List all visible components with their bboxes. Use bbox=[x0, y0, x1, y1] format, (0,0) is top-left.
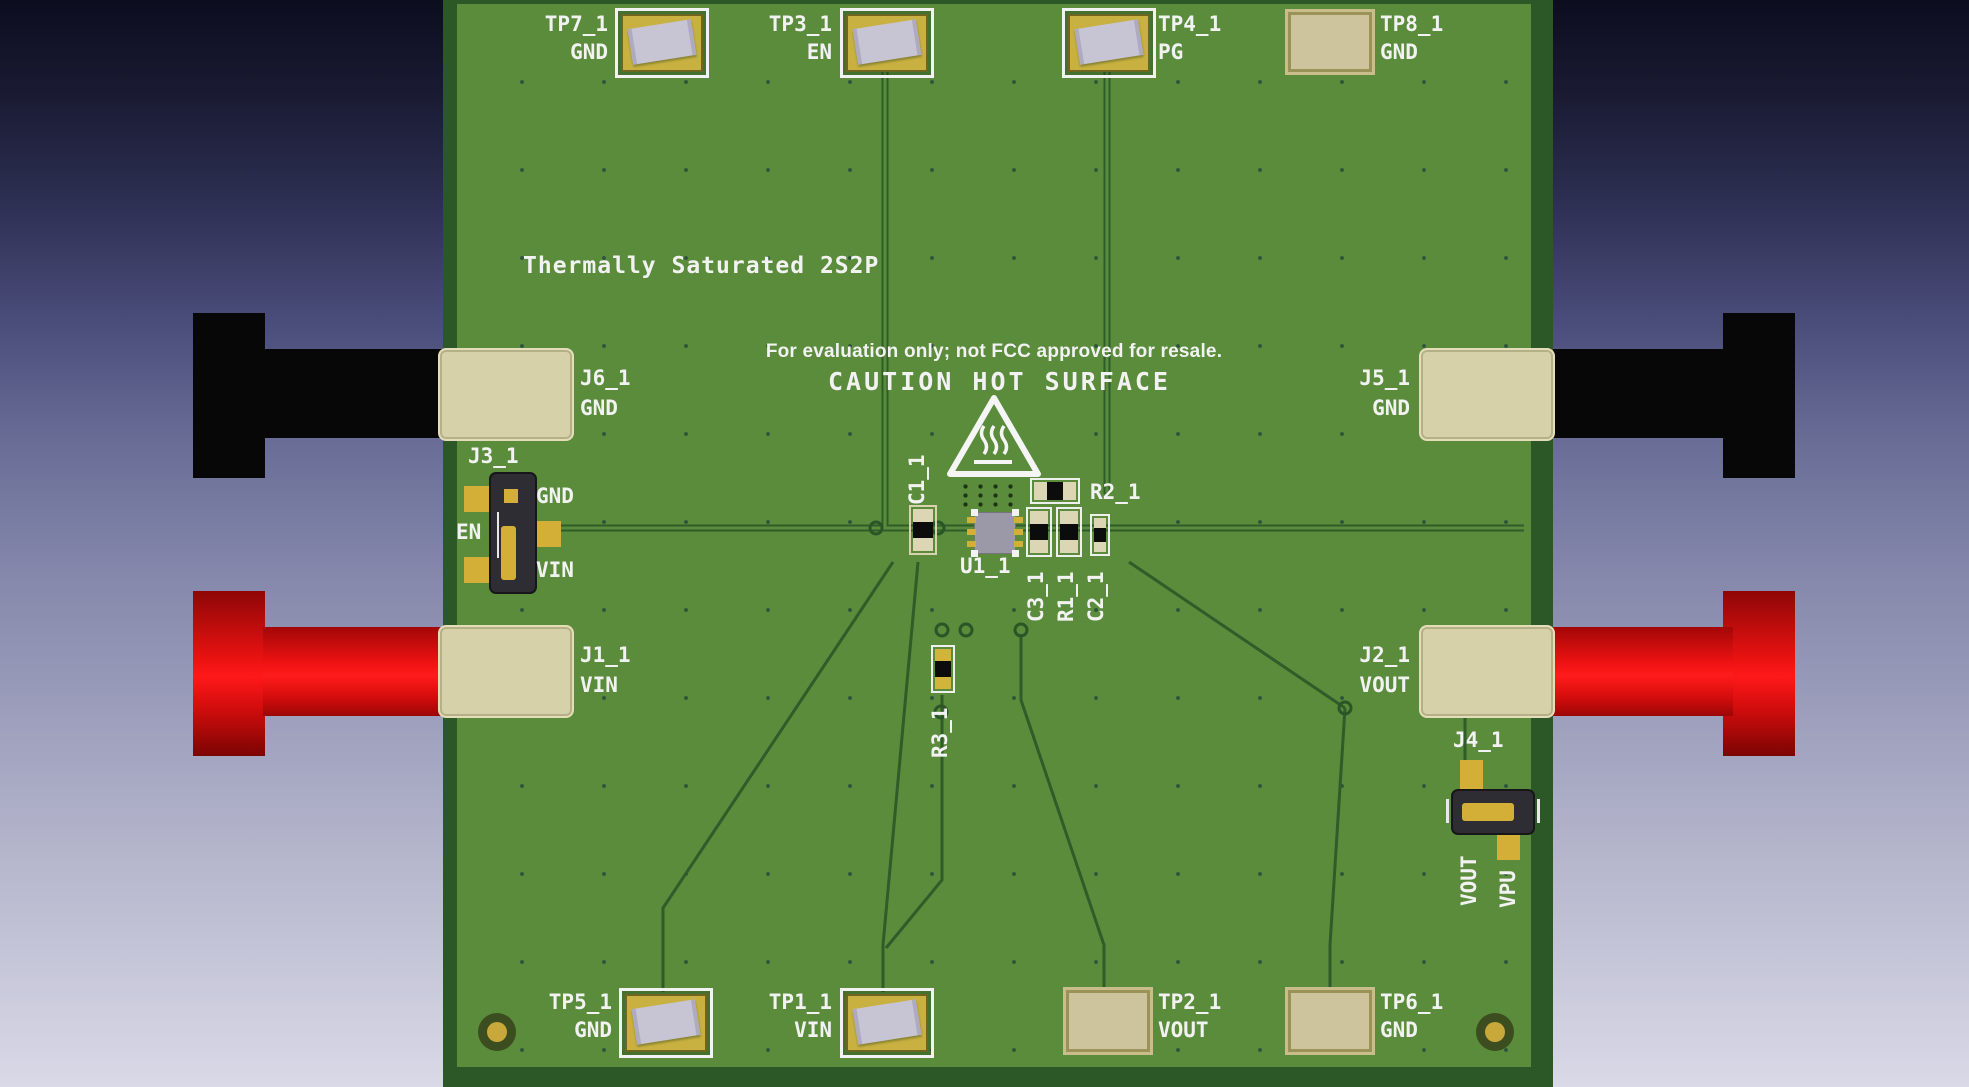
capacitor-c3 bbox=[1026, 507, 1052, 557]
j4-ref: J4_1 bbox=[1453, 728, 1504, 752]
tp6-ref: TP6_1 bbox=[1380, 990, 1444, 1014]
j4-pin-vpu: VPU bbox=[1496, 870, 1520, 908]
j3-pin-vin: VIN bbox=[536, 558, 574, 582]
resistor-r3 bbox=[931, 645, 955, 693]
post-bar bbox=[1551, 349, 1733, 438]
j4-pin-vout: VOUT bbox=[1457, 855, 1481, 906]
post-bar bbox=[263, 627, 445, 716]
testpoint-tp8 bbox=[1288, 12, 1372, 72]
post-stem bbox=[193, 313, 265, 478]
thermal-via-array bbox=[958, 482, 1020, 510]
mounting-hole bbox=[487, 1022, 507, 1042]
post-bar bbox=[263, 349, 445, 438]
j5-ref: J5_1 bbox=[1359, 366, 1410, 390]
testpoint-tp3 bbox=[840, 8, 934, 78]
resistor-r2 bbox=[1030, 478, 1080, 504]
testpoint-tp4 bbox=[1062, 8, 1156, 78]
j2-ref: J2_1 bbox=[1359, 643, 1410, 667]
c3-ref: C3_1 bbox=[1024, 571, 1048, 622]
testpoint-tp7 bbox=[615, 8, 709, 78]
j4-header-body bbox=[1446, 789, 1540, 835]
j1-ref: J1_1 bbox=[580, 643, 631, 667]
jack-pad-j2 bbox=[1419, 625, 1555, 718]
j4-pad bbox=[1460, 760, 1483, 794]
tp3-ref: TP3_1 bbox=[768, 12, 832, 36]
j5-net: GND bbox=[1372, 396, 1410, 420]
c1-ref: C1_1 bbox=[905, 454, 929, 505]
u1-ref: U1_1 bbox=[960, 554, 1011, 578]
mounting-hole bbox=[1485, 1022, 1505, 1042]
post-bar bbox=[1551, 627, 1733, 716]
testpoint-tp1 bbox=[840, 988, 934, 1058]
j3-pad bbox=[464, 486, 492, 512]
capacitor-c1 bbox=[909, 505, 937, 555]
tp4-net: PG bbox=[1158, 40, 1184, 64]
hot-surface-icon bbox=[947, 395, 1041, 477]
c2-ref: C2_1 bbox=[1084, 571, 1108, 622]
j3-pin-en: EN bbox=[456, 520, 482, 544]
pcb-board bbox=[443, 0, 1553, 1087]
j1-net: VIN bbox=[580, 673, 618, 697]
capacitor-c2 bbox=[1090, 514, 1110, 556]
j3-pin-gnd: GND bbox=[536, 484, 574, 508]
j6-ref: J6_1 bbox=[580, 366, 631, 390]
r2-ref: R2_1 bbox=[1090, 480, 1141, 504]
j3-header-body bbox=[489, 472, 537, 594]
board-title-silkscreen: Thermally Saturated 2S2P bbox=[523, 253, 880, 279]
j2-net: VOUT bbox=[1359, 673, 1410, 697]
testpoint-tp6 bbox=[1288, 990, 1372, 1052]
r1-ref: R1_1 bbox=[1054, 571, 1078, 622]
pcb-face bbox=[457, 4, 1531, 1067]
post-stem bbox=[193, 591, 265, 756]
r3-ref: R3_1 bbox=[928, 707, 952, 758]
caution-silkscreen: CAUTION HOT SURFACE bbox=[828, 367, 1171, 396]
j6-net: GND bbox=[580, 396, 618, 420]
ic-u1 bbox=[967, 509, 1023, 557]
jack-pad-j6 bbox=[438, 348, 574, 441]
tp2-ref: TP2_1 bbox=[1158, 990, 1222, 1014]
j4-silk-mark bbox=[1537, 799, 1540, 823]
tp7-ref: TP7_1 bbox=[544, 12, 608, 36]
testpoint-tp5 bbox=[619, 988, 713, 1058]
tp5-ref: TP5_1 bbox=[548, 990, 612, 1014]
resistor-r1 bbox=[1056, 507, 1082, 557]
eval-notice-silkscreen: For evaluation only; not FCC approved fo… bbox=[765, 341, 1223, 362]
tp1-ref: TP1_1 bbox=[768, 990, 832, 1014]
jack-pad-j1 bbox=[438, 625, 574, 718]
testpoint-tp2 bbox=[1066, 990, 1150, 1052]
tp7-net: GND bbox=[570, 40, 608, 64]
tp8-ref: TP8_1 bbox=[1380, 12, 1444, 36]
tp3-net: EN bbox=[806, 40, 832, 64]
j3-pin bbox=[504, 489, 518, 503]
j4-jumper bbox=[1462, 803, 1514, 821]
post-stem bbox=[1723, 313, 1795, 478]
j3-jumper bbox=[501, 526, 516, 580]
tp6-net: GND bbox=[1380, 1018, 1418, 1042]
j3-silk-mark bbox=[497, 512, 499, 558]
tp4-ref: TP4_1 bbox=[1158, 12, 1222, 36]
tp1-net: VIN bbox=[794, 1018, 832, 1042]
j4-silk-mark bbox=[1446, 799, 1449, 823]
j3-ref: J3_1 bbox=[468, 444, 519, 468]
tp2-net: VOUT bbox=[1158, 1018, 1209, 1042]
post-stem bbox=[1723, 591, 1795, 756]
tp8-net: GND bbox=[1380, 40, 1418, 64]
j3-pad bbox=[464, 557, 492, 583]
tp5-net: GND bbox=[574, 1018, 612, 1042]
jack-pad-j5 bbox=[1419, 348, 1555, 441]
